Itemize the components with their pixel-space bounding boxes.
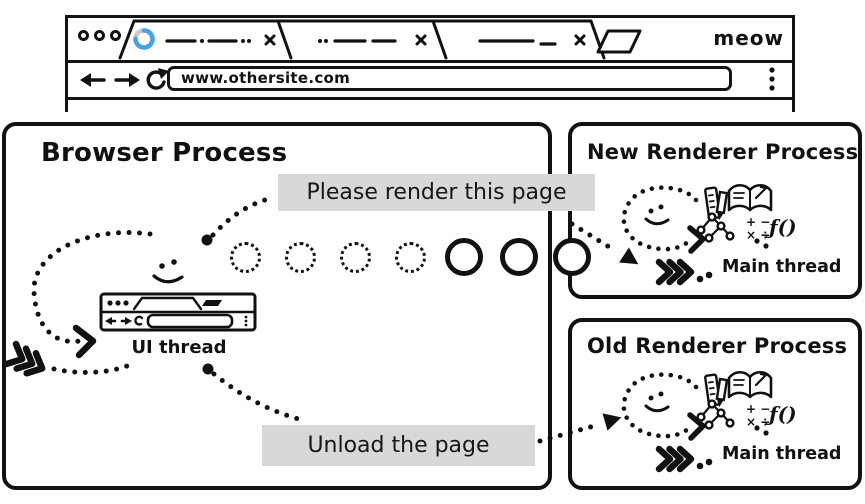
render-message-bubble: Please render this page [278, 174, 595, 211]
ipc-circle-dotted [230, 242, 261, 273]
brand-label: meow [713, 26, 784, 50]
tab3-text-squiggle [478, 39, 557, 46]
tabs-illustration [118, 19, 642, 60]
tab2-close-icon[interactable] [415, 34, 427, 46]
window-button-icon[interactable] [94, 30, 105, 41]
unload-message-bubble: Unload the page [262, 425, 535, 466]
ipc-circle-dotted [285, 242, 316, 273]
ipc-circle-dotted [395, 242, 426, 273]
address-bar-row: www.othersite.com [68, 63, 792, 100]
window-button-icon[interactable] [110, 30, 121, 41]
url-field[interactable]: www.othersite.com [167, 66, 732, 91]
tab1-close-icon[interactable] [264, 34, 276, 46]
new-renderer-title: New Renderer Process [587, 140, 859, 164]
browser-process-title: Browser Process [41, 138, 288, 168]
browser-window: meow www.othersite.com [65, 15, 795, 112]
old-main-thread-label: Main thread [722, 444, 842, 464]
ipc-circle-dotted [340, 242, 371, 273]
new-tab-button[interactable] [596, 29, 642, 54]
forward-button-icon[interactable] [114, 73, 140, 87]
nav-icons [80, 68, 169, 90]
window-button-icon[interactable] [78, 30, 89, 41]
new-main-thread-label: Main thread [722, 257, 842, 277]
old-renderer-title: Old Renderer Process [587, 334, 848, 358]
tab3-close-icon[interactable] [574, 34, 586, 46]
ipc-circle-solid [445, 238, 483, 276]
back-button-icon[interactable] [80, 73, 106, 87]
ipc-circle-solid [500, 238, 538, 276]
tab-strip: meow [68, 18, 792, 63]
menu-kebab-icon[interactable] [766, 66, 778, 92]
reload-button-icon[interactable] [146, 68, 169, 90]
old-renderer-process-box: Old Renderer Process [568, 318, 862, 490]
tab2-text-squiggle [318, 39, 397, 43]
tab1-text-squiggle [165, 39, 251, 43]
tab-loading-spinner-icon [133, 28, 155, 50]
tab-outlines[interactable] [118, 19, 606, 60]
ui-thread-label: UI thread [131, 337, 227, 358]
ipc-circle-solid [553, 238, 591, 276]
